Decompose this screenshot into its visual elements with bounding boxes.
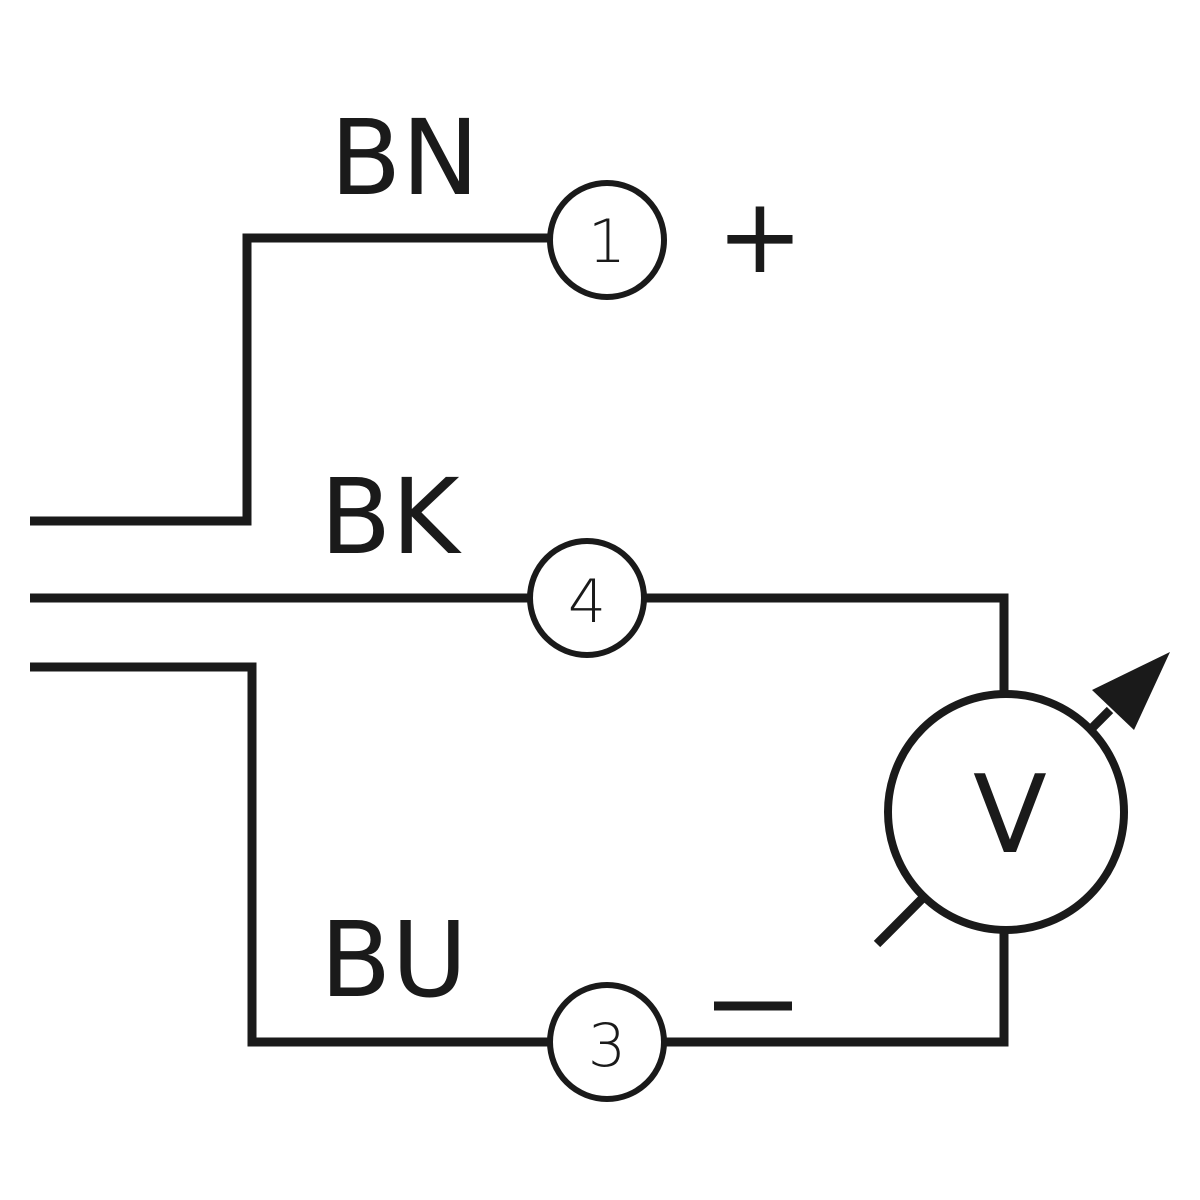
blue-wire-label: BU [320, 899, 467, 1021]
terminal-3-number: 3 [588, 1011, 626, 1081]
blue-wire-right [664, 932, 1009, 1047]
brown-wire [30, 233, 550, 526]
terminal-4-number: 4 [568, 567, 606, 637]
black-wire-right [644, 593, 1009, 692]
blue-wire [30, 662, 550, 1047]
positive-sign: + [716, 175, 803, 297]
black-wire-label: BK [320, 456, 462, 578]
terminal-1 [547, 180, 667, 300]
meter-arrow-icon [1092, 652, 1170, 730]
brown-wire-label: BN [330, 97, 479, 219]
voltmeter [884, 690, 1128, 934]
voltmeter-label: V [973, 753, 1047, 878]
terminal-1-number: 1 [588, 207, 626, 277]
